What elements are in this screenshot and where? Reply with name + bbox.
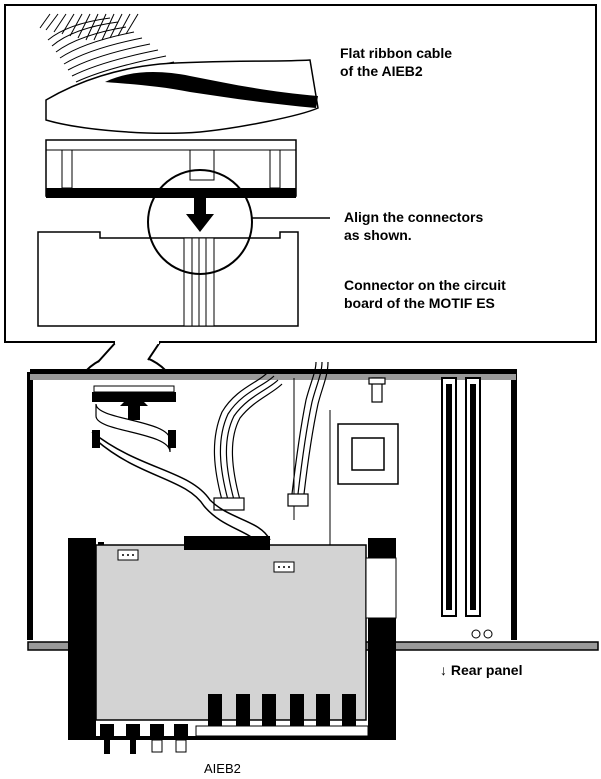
- align-down-arrow: [186, 196, 214, 232]
- ribbon-fold-shadow: [105, 72, 318, 108]
- align-label-line1: Align the connectors: [344, 209, 484, 225]
- mount-hole: [471, 629, 481, 639]
- small-header: [117, 549, 295, 573]
- wire-bundle-left: [213, 371, 283, 501]
- rear-panel-arrow: ↓: [440, 662, 447, 678]
- cpu-chip: [337, 423, 399, 485]
- rear-panel-text: Rear panel: [450, 662, 523, 678]
- ribbon-cable-label: Flat ribbon cable of the AIEB2: [340, 44, 452, 80]
- wire-bundle-right: [291, 361, 329, 495]
- aieb2-ribbon-socket: [184, 536, 270, 550]
- magnifier-circle: [147, 169, 253, 275]
- wire-connector-right: [287, 493, 309, 507]
- wire-connector-left: [213, 497, 245, 511]
- chassis-outline: [30, 369, 517, 640]
- board-name-label: AIEB2: [204, 761, 241, 776]
- zoom-inset: [4, 4, 597, 343]
- connector-board-label-line1: Connector on the circuit: [344, 277, 506, 293]
- memory-slots: [441, 377, 481, 617]
- header-pin-row: [93, 385, 175, 393]
- rear-panel-label: ↓ Rear panel: [440, 661, 522, 679]
- align-label-line2: as shown.: [344, 227, 412, 243]
- ribbon-cable-label-line1: Flat ribbon cable: [340, 45, 453, 61]
- aieb2-board: [68, 536, 397, 754]
- align-label: Align the connectors as shown.: [344, 208, 483, 244]
- connector-board-label: Connector on the circuit board of the MO…: [344, 276, 506, 312]
- cable-connector: [45, 139, 297, 198]
- mount-hole: [483, 629, 493, 639]
- board-connector: [37, 231, 299, 327]
- ribbon-cable-label-line2: of the AIEB2: [340, 63, 423, 79]
- connector-board-label-line2: board of the MOTIF ES: [344, 295, 495, 311]
- zoom-up-arrow: [120, 392, 148, 420]
- standoff: [368, 377, 386, 403]
